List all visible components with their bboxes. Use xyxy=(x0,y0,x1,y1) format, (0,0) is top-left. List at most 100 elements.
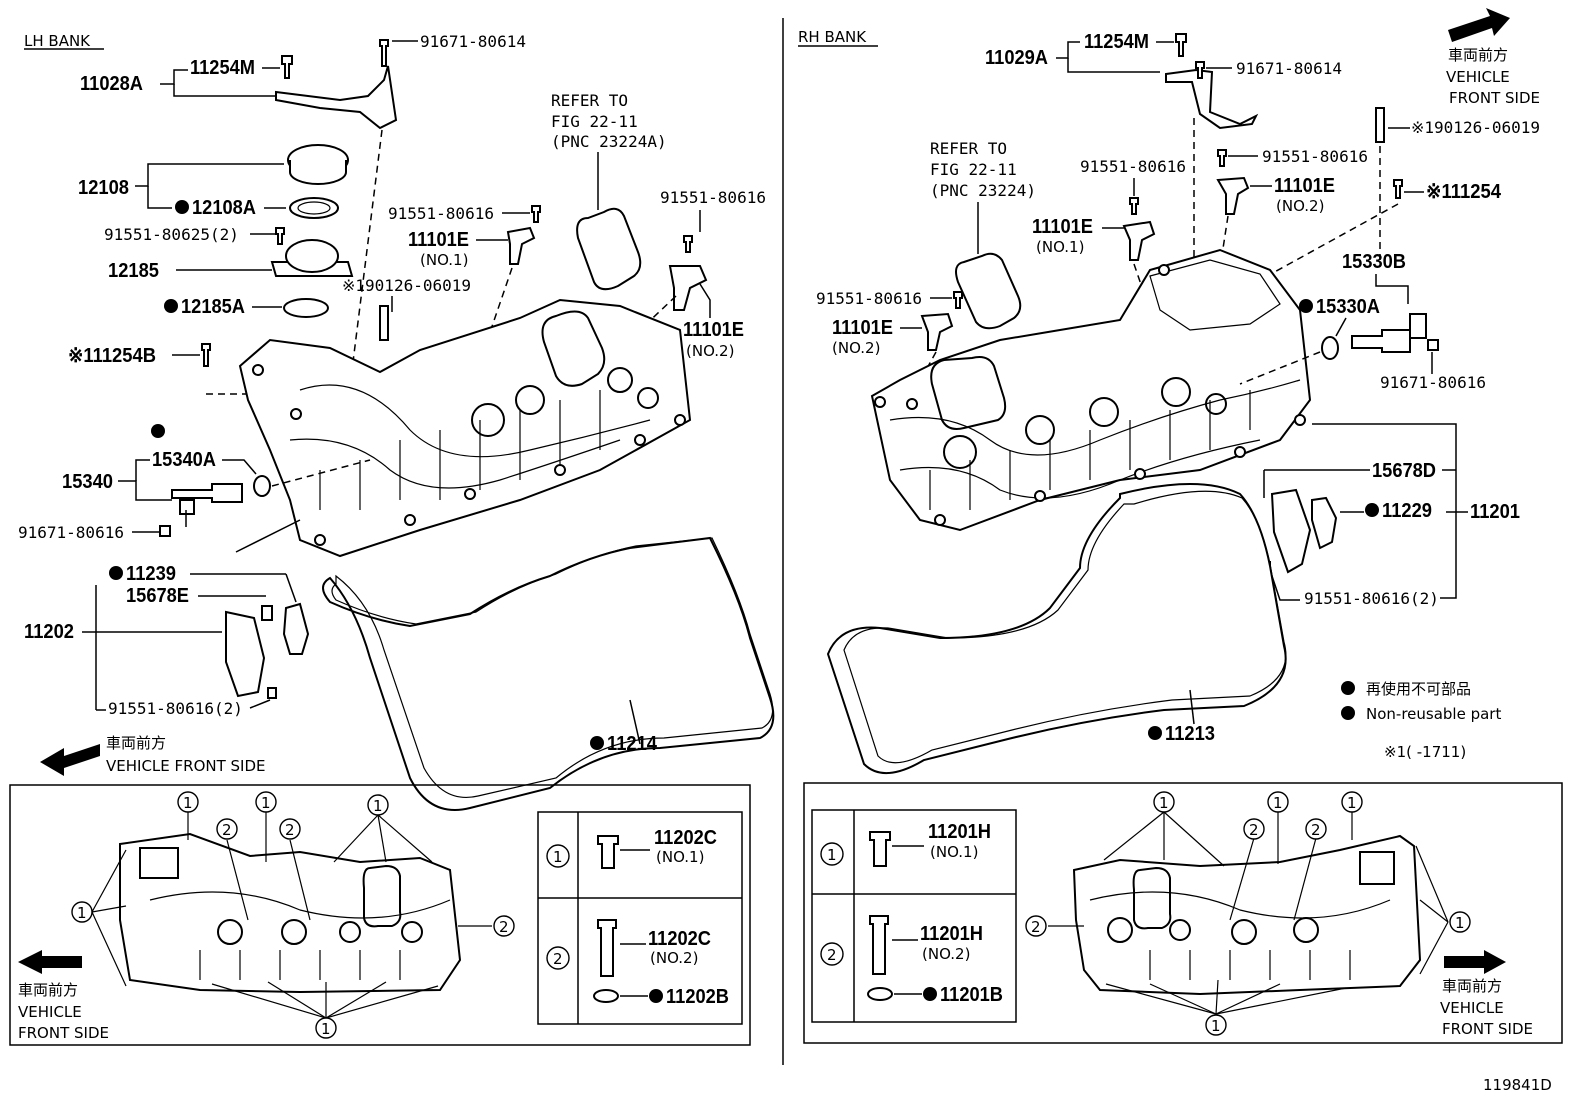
lh-cam-oil-gallery xyxy=(225,610,266,698)
svg-text:1: 1 xyxy=(1159,794,1169,812)
rh-row1-key: 1 xyxy=(827,846,837,864)
lh-cam-sensor-no1 xyxy=(506,226,536,265)
rh-label-11229: 11229 xyxy=(1382,500,1432,522)
rh-cam-sensor-no2-top xyxy=(1216,176,1250,215)
lh-oil-control-valve xyxy=(171,483,243,503)
lh-label-11239: 11239 xyxy=(126,563,176,585)
lh-nonreusable-dot-15340A xyxy=(151,424,165,438)
lh-front-en: VEHICLE FRONT SIDE xyxy=(106,757,266,775)
rh-nonreusable-dot-11229 xyxy=(1365,503,1379,517)
lh-label-11202C-no2: (NO.2) xyxy=(650,949,698,967)
svg-text:1: 1 xyxy=(1347,794,1357,812)
rh-label-11213: 11213 xyxy=(1165,723,1215,745)
rh-label-11101E-2a: 11101E xyxy=(1274,175,1335,197)
lh-label-11101E-1: 11101E xyxy=(408,229,469,251)
lh-bolt-layout-box xyxy=(9,784,751,1046)
svg-text:1: 1 xyxy=(77,904,87,922)
lh-bolt-no1-icon xyxy=(597,835,619,869)
svg-text:2: 2 xyxy=(499,918,509,936)
lh-stud-icon xyxy=(201,343,211,367)
rh-label-no2a: (NO.2) xyxy=(1276,197,1324,215)
rh-label-11101E-3: 11101E xyxy=(832,317,893,339)
lh-label-15340: 15340 xyxy=(62,471,113,493)
rh-cam-sensor-no2-side xyxy=(920,312,954,351)
legend-jp: 再使用不可部品 xyxy=(1366,680,1471,698)
lh-label-12108: 12108 xyxy=(78,177,129,199)
lh-label-15340A: 15340A xyxy=(152,449,216,471)
rh-label-11101E-1: 11101E xyxy=(1032,216,1093,238)
rh-plug-tube-gasket xyxy=(955,252,1022,330)
rh-label-11201H-2: 11201H xyxy=(920,923,983,945)
lh-label-91551-2: 91551-80616(2) xyxy=(108,699,243,718)
rh-box-front-en1: VEHICLE xyxy=(1440,999,1504,1017)
lh-bank-title: LH BANK xyxy=(24,32,91,50)
lh-stud-bolt-icon xyxy=(281,55,293,79)
rh-label-190126: ※190126-06019 xyxy=(1411,118,1540,137)
svg-text:1: 1 xyxy=(373,797,383,815)
lh-label-11202B: 11202B xyxy=(666,986,729,1008)
lh-bolt-table xyxy=(537,811,743,1025)
lh-label-190126: ※190126-06019 xyxy=(342,276,471,295)
lh-label-no1: (NO.1) xyxy=(420,251,468,269)
rh-refer-line3: (PNC 23224) xyxy=(930,181,1036,200)
legend-dot-icon xyxy=(1341,681,1355,695)
lh-wire-bracket xyxy=(275,65,398,130)
lh-label-11202: 11202 xyxy=(24,621,74,643)
lh-ocv-oring xyxy=(253,475,271,497)
rh-wire-bracket xyxy=(1165,68,1259,130)
lh-refer-line1: REFER TO xyxy=(551,91,628,110)
lh-front-jp: 車両前方 xyxy=(106,734,166,752)
svg-text:2: 2 xyxy=(285,821,295,839)
lh-nonreusable-dot-11239 xyxy=(109,566,123,580)
rh-stud-190126 xyxy=(1375,107,1385,143)
svg-text:2: 2 xyxy=(1311,821,1321,839)
rh-bolt-no2-icon xyxy=(869,915,889,975)
svg-text:2: 2 xyxy=(222,821,232,839)
rh-label-91551-b: 91551-80616 xyxy=(1080,157,1186,176)
rh-label-11201H-no1: (NO.1) xyxy=(930,843,978,861)
rh-label-11254M: 11254M xyxy=(1084,31,1149,53)
lh-bolt-icon xyxy=(275,227,285,245)
lh-box-front-jp: 車両前方 xyxy=(18,981,78,999)
rh-label-91551-a: 91551-80616 xyxy=(1262,147,1368,166)
svg-text:1: 1 xyxy=(321,1020,331,1038)
rh-nonreusable-dot-15330A xyxy=(1299,299,1313,313)
rh-label-11201H-no2: (NO.2) xyxy=(922,945,970,963)
rh-callout-lines xyxy=(1048,811,1449,1015)
rh-label-91671-b: 91671-80616 xyxy=(1380,373,1486,392)
legend-dot-icon-2 xyxy=(1341,706,1355,720)
rh-label-91671-80614: 91671-80614 xyxy=(1236,59,1342,78)
rh-gasket-11229 xyxy=(1311,496,1338,550)
rh-front-jp: 車両前方 xyxy=(1448,46,1508,64)
lh-label-91551-b: 91551-80616 xyxy=(660,188,766,207)
lh-label-12185: 12185 xyxy=(108,260,159,282)
lh-label-12108A: 12108A xyxy=(192,197,256,219)
rh-box-front-en2: FRONT SIDE xyxy=(1442,1020,1533,1038)
lh-stud-190126 xyxy=(379,305,389,341)
rh-nonreusable-dot-11213 xyxy=(1148,726,1162,740)
rh-oil-control-valve xyxy=(1351,329,1411,353)
rh-front-arrow-icon xyxy=(1448,8,1510,42)
lh-cam-sensor-no2 xyxy=(668,265,708,311)
rh-label-15330A: 15330A xyxy=(1316,296,1380,318)
rh-bolt-table xyxy=(811,809,1017,1023)
lh-label-11202C-1: 11202C xyxy=(654,827,717,849)
lh-label-no2: (NO.2) xyxy=(686,342,734,360)
lh-label-11202C-no1: (NO.1) xyxy=(656,848,704,866)
lh-front-arrow-icon xyxy=(40,744,100,776)
lh-seal-washer-icon xyxy=(593,989,619,1003)
rh-row2-key: 2 xyxy=(827,946,837,964)
svg-text:1: 1 xyxy=(1273,794,1283,812)
lh-label-11202C-2: 11202C xyxy=(648,928,711,950)
rh-refer-line1: REFER TO xyxy=(930,139,1007,158)
lh-breather-seal xyxy=(283,298,329,318)
lh-label-91671-80614: 91671-80614 xyxy=(420,32,526,51)
rh-front-en2: FRONT SIDE xyxy=(1449,89,1540,107)
lh-plug-tube-gasket xyxy=(576,207,642,291)
lh-label-11254M: 11254M xyxy=(190,57,255,79)
lh-callouts: 1 1 1 2 2 1 2 1 xyxy=(71,791,515,1039)
rh-cam-oil-gallery xyxy=(1270,488,1312,574)
rh-head-cover-gasket xyxy=(826,483,1287,775)
